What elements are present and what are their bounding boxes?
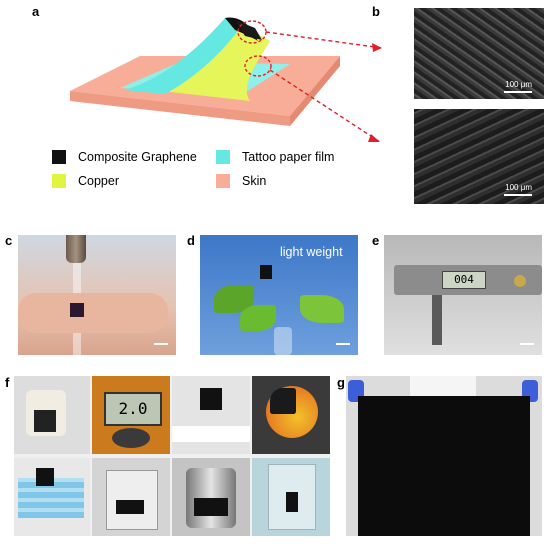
panel-label-e: e (372, 233, 380, 248)
panel-label-c: c (5, 233, 13, 248)
white-cuff (172, 426, 250, 442)
leaf (300, 295, 344, 323)
graphene-patch (36, 468, 54, 486)
graphene-patch (286, 492, 298, 512)
graphene-sample (260, 265, 272, 279)
photo-wrist-water (18, 235, 176, 355)
panel-label-g: g (337, 375, 345, 390)
panel-f-grid: 2.0 (14, 376, 330, 536)
forearm (18, 293, 168, 333)
leaf (240, 305, 276, 331)
photo-sleeve (172, 376, 250, 454)
graphene-tattoo (70, 303, 84, 317)
photo-mask (14, 458, 90, 536)
graphene-patch (116, 500, 144, 514)
photo-multimeter: 2.0 (92, 376, 170, 454)
sem-scale-bar-bottom (504, 194, 532, 196)
swatch-composite-graphene (52, 150, 66, 164)
legend-tattoo-paper: Tattoo paper film (216, 150, 334, 164)
multimeter-dial (112, 428, 150, 448)
layer-schematic (70, 17, 383, 143)
graphene-patch (270, 388, 296, 414)
scale-bar-d (336, 343, 350, 345)
swatch-tattoo-paper (216, 150, 230, 164)
caliper-jaw (432, 295, 442, 345)
legend-copper: Copper (52, 174, 119, 188)
sem-scale-bar-top (504, 91, 532, 93)
photo-box (252, 458, 330, 536)
graphene-patch (194, 498, 228, 516)
graphene-sheet (358, 396, 530, 536)
photo-device (14, 376, 90, 454)
sem-image-bottom: 100 μm (414, 109, 544, 204)
graphene-patch (34, 410, 56, 432)
graphene-patch (200, 388, 222, 410)
sem-scale-text-top: 100 μm (505, 80, 532, 89)
photo-caliper: 004 (384, 235, 542, 355)
scale-bar-c (154, 343, 168, 345)
legend-composite-graphene: Composite Graphene (52, 150, 197, 164)
panel-label-b: b (372, 4, 380, 19)
photo-ball (252, 376, 330, 454)
photo-plant: light weight (200, 235, 358, 355)
caption-light-weight: light weight (280, 245, 343, 259)
swatch-copper (52, 174, 66, 188)
multimeter-display: 2.0 (104, 392, 162, 426)
glass-vase (274, 327, 292, 355)
photo-large-sheet (346, 376, 542, 536)
legend-skin: Skin (216, 174, 266, 188)
scale-bar-e (520, 343, 534, 345)
panel-label-f: f (5, 375, 10, 390)
sem-scale-text-bottom: 100 μm (505, 183, 532, 192)
photo-weight (172, 458, 250, 536)
swatch-skin (216, 174, 230, 188)
photo-beaker (92, 458, 170, 536)
caliper-display: 004 (442, 271, 486, 289)
faucet (66, 235, 86, 263)
caliper-knob (514, 275, 526, 287)
sem-image-top: 100 μm (414, 8, 544, 99)
panel-label-d: d (187, 233, 195, 248)
panel-label-a: a (32, 4, 40, 19)
